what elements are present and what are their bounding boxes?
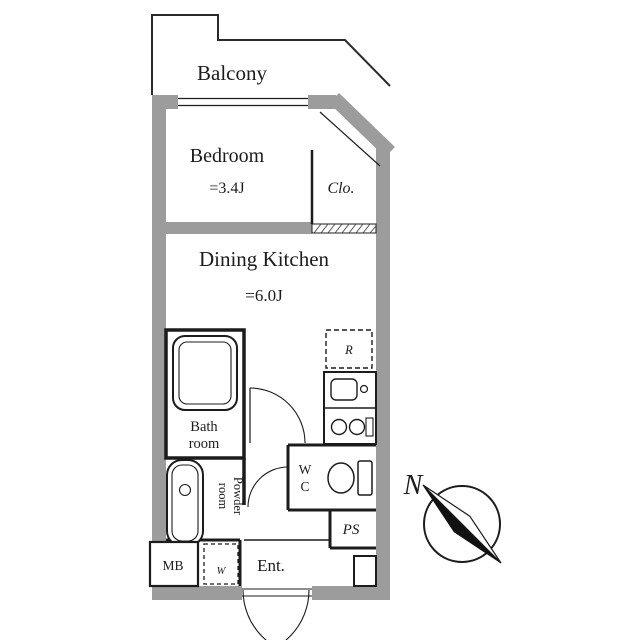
powder-label-line1: Powder <box>231 477 245 516</box>
bedroom-label: Bedroom <box>190 145 265 167</box>
wc-label-line2: C <box>300 479 309 494</box>
outer-wall-right <box>376 146 390 600</box>
refrigerator-label: R <box>344 343 353 357</box>
refrigerator-outline <box>325 329 373 369</box>
dining-kitchen-size-label: =6.0J <box>245 286 283 305</box>
wc-label-line1: W <box>299 462 312 477</box>
toilet-tank <box>357 460 373 496</box>
stove-burner-left <box>330 418 348 436</box>
mb-box <box>148 540 200 588</box>
powder-door-arc <box>249 387 306 444</box>
washer-label: W <box>217 566 227 577</box>
wc-door-arc <box>247 466 289 508</box>
entrance-side-step <box>353 555 377 587</box>
stove-grill <box>365 417 374 437</box>
closet-rail-hatch <box>313 223 377 234</box>
outer-wall-top-right <box>308 95 336 109</box>
compass-circle <box>423 485 501 563</box>
bathtub-inner <box>178 341 232 405</box>
entrance-label: Ent. <box>257 556 285 575</box>
outer-wall-top-left <box>152 95 178 109</box>
closet-sliding-rail <box>311 223 377 234</box>
bath-label-line2: room <box>189 436 220 452</box>
mb-label: MB <box>162 558 183 573</box>
balcony-label: Balcony <box>197 61 267 85</box>
bedroom-window-opening <box>178 95 308 109</box>
closet-label: Clo. <box>327 180 354 197</box>
outer-wall-diagonal <box>329 93 395 157</box>
bathtub-outer <box>172 335 238 411</box>
entrance-door-arc-left <box>285 589 310 640</box>
balcony-outline <box>151 14 391 95</box>
outer-wall-bottom-right <box>312 586 390 600</box>
kitchen-faucet-icon <box>359 384 369 394</box>
compass-north-label: N <box>403 470 424 501</box>
outer-wall-bottom-left <box>152 586 242 600</box>
toilet-bowl <box>327 462 355 494</box>
ps-walls <box>328 510 376 550</box>
bedroom-size-label: =3.4J <box>209 180 244 197</box>
powder-label-line2: room <box>216 483 230 510</box>
vanity-basin-icon <box>178 483 192 497</box>
compass-needle-light <box>422 484 502 564</box>
outer-wall-left <box>152 95 166 600</box>
bedroom-divider-wall <box>166 222 312 234</box>
closet-door-diagonal <box>319 111 381 167</box>
entrance-door-arc-right <box>242 589 267 640</box>
ps-label: PS <box>342 522 360 538</box>
wc-walls <box>286 443 376 512</box>
kitchen-sink <box>330 378 358 401</box>
washer-box <box>203 543 239 585</box>
dining-kitchen-label: Dining Kitchen <box>199 247 330 271</box>
stove-burner-right <box>348 418 366 436</box>
bath-label-line1: Bath <box>190 419 218 435</box>
